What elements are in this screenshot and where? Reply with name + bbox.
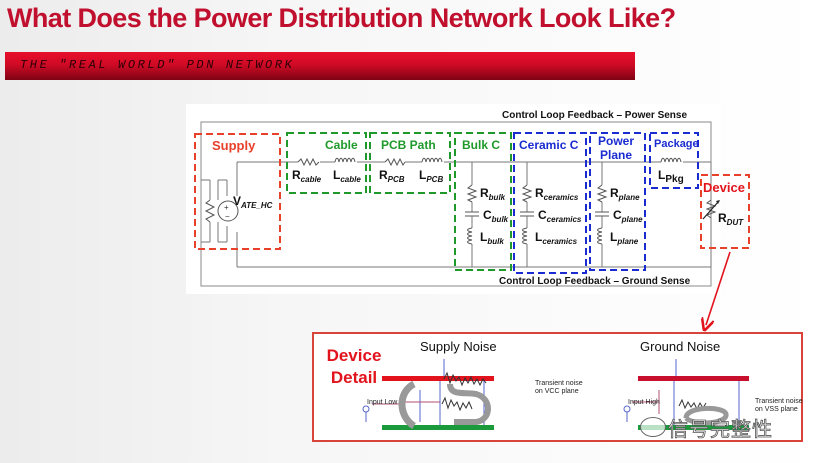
svg-text:+: + [224, 203, 229, 212]
pcb-path-label: PCB Path [381, 138, 436, 152]
cable-label: Cable [325, 138, 358, 152]
supply-noise-title: Supply Noise [420, 339, 497, 354]
schematic-background [186, 104, 721, 294]
supply-sense-resistor [201, 179, 228, 243]
ceramic-c-label: Ceramic C [519, 138, 579, 152]
device-detail-title-line1: Device [326, 346, 382, 365]
cable-resistor-icon [297, 157, 320, 167]
input-low-label: Input Low [367, 399, 398, 406]
ceramic-c-block [513, 132, 587, 274]
bulk-c-block [454, 132, 512, 271]
vss-note-line2: on VSS plane [755, 406, 798, 413]
r-plane-label: Rplane [610, 186, 640, 202]
cable-block [286, 132, 367, 194]
r-bulk-label: Rbulk [480, 186, 506, 202]
pcb-path-block [369, 132, 451, 194]
vss-noise-trace [678, 398, 707, 411]
package-block [649, 132, 699, 189]
pcb-inductor-icon [421, 157, 443, 163]
variable-resistor-icon [702, 199, 720, 220]
ground-noise-circuit [623, 359, 749, 430]
device-detail-title: Device Detail [323, 345, 385, 389]
power-plane-label-2: Plane [600, 148, 632, 162]
bulk-c-label: Bulk C [462, 138, 500, 152]
l-pcb-label: LPCB [419, 168, 443, 184]
vcc-noise-note: Transient noise on VCC plane [535, 380, 583, 396]
slide-title: What Does the Power Distribution Network… [7, 3, 676, 33]
vss-plane-bar [382, 425, 494, 430]
device-detail-panel: Device Detail Supply Noise Ground Noise … [312, 332, 803, 442]
vcc-note-line2: on VCC plane [535, 388, 579, 395]
watermark-text: 信号完整性 [668, 419, 773, 442]
noise-circuits: Input Low Input High [362, 359, 749, 430]
r-cable-label: Rcable [292, 168, 322, 184]
ceramic-branch [520, 162, 534, 267]
vcc-plane-bar [382, 376, 494, 381]
r-dut-label: RDUT [718, 211, 744, 227]
plane-branch [595, 162, 609, 267]
svg-text:−: − [225, 212, 230, 221]
vcc-plane-bar-2 [638, 376, 749, 381]
vss-plane-bar-2 [638, 425, 749, 430]
r-ceramics-label: Rceramics [535, 186, 579, 202]
detail-arrow [706, 251, 731, 325]
c-ceramics-label: Cceramics [538, 208, 582, 224]
vss-note-line1: Transient noise [755, 398, 803, 405]
ground-sense-label: Control Loop Feedback – Ground Sense [499, 276, 691, 287]
l-plane-label: Lplane [610, 230, 639, 246]
device-label: Device [703, 180, 745, 195]
power-plane-block [589, 132, 646, 271]
cable-inductor-icon [334, 157, 356, 163]
l-cable-label: Lcable [333, 168, 361, 184]
wechat-logo-icon [640, 417, 666, 437]
ground-noise-title: Ground Noise [640, 339, 721, 354]
voltage-source-icon: + − [217, 200, 239, 222]
section-banner: THE "REAL WORLD" PDN NETWORK [5, 52, 635, 80]
power-plane-label-1: Power [598, 134, 634, 148]
vcc-noise-trace [443, 371, 487, 387]
device-block [700, 174, 750, 249]
l-pkg-label: LPkg [658, 168, 684, 185]
vss-noise-note: Transient noise on VSS plane [755, 398, 803, 414]
device-detail-title-line2: Detail [330, 368, 378, 387]
source-label: VATE_HC [233, 194, 273, 210]
l-bulk-label: Lbulk [480, 230, 504, 246]
power-sense-label: Control Loop Feedback – Power Sense [502, 110, 687, 121]
package-inductor-icon [660, 157, 682, 163]
r-pcb-label: RPCB [379, 168, 405, 184]
bulk-branch [465, 162, 479, 267]
vcc-note-line1: Transient noise [535, 380, 583, 387]
current-loop-arrow [398, 380, 417, 429]
l-ceramics-label: Lceramics [535, 230, 578, 246]
pcb-resistor-icon [384, 157, 406, 167]
input-high-label: Input High [628, 399, 660, 406]
package-label: Package [654, 138, 699, 150]
supply-block [194, 133, 281, 250]
supply-label: Supply [212, 138, 256, 153]
c-bulk-label: Cbulk [483, 208, 509, 224]
section-banner-text: THE "REAL WORLD" PDN NETWORK [20, 58, 295, 72]
c-plane-label: Cplane [613, 208, 643, 224]
supply-noise-circuit [362, 359, 494, 430]
